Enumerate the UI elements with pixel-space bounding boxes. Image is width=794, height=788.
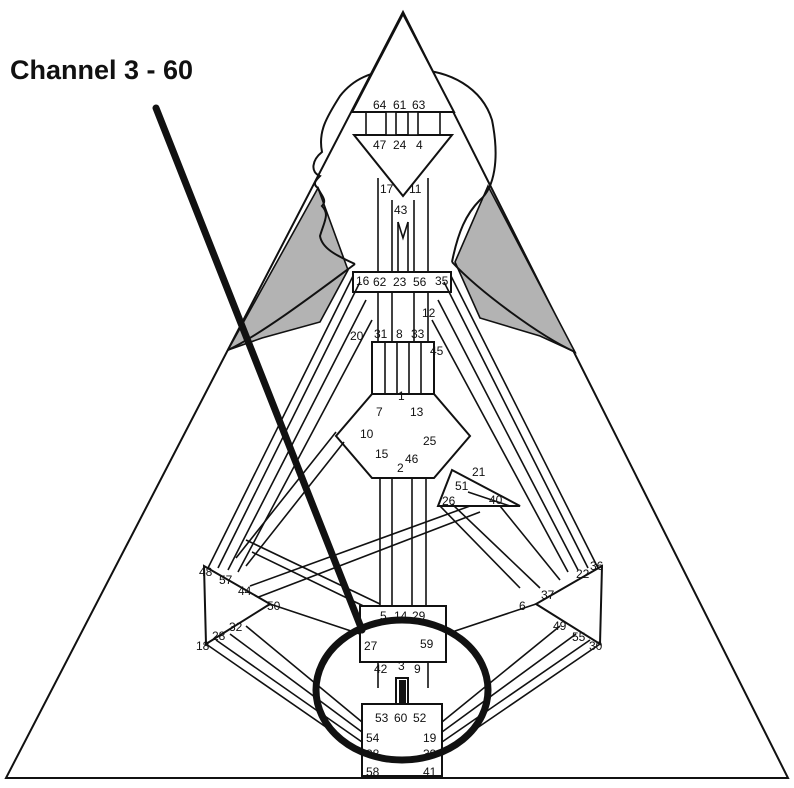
gate-64: 64 [373,98,387,112]
gate-25: 25 [423,434,437,448]
gate-13: 13 [410,405,424,419]
gate-7: 7 [376,405,383,419]
gate-35: 35 [435,274,449,288]
throat-g-channels [377,292,429,342]
gate-5: 5 [380,609,387,623]
gate-38: 38 [366,747,380,761]
gate-45: 45 [430,344,444,358]
gate-57: 57 [219,573,233,587]
head-center [350,11,456,113]
gate-10: 10 [360,427,374,441]
gate-1: 1 [398,389,405,403]
gate-14: 14 [394,609,408,623]
gate-2: 2 [397,461,404,475]
gate-3: 3 [398,659,405,673]
gate-42: 42 [374,662,388,676]
gate-53: 53 [375,711,389,725]
channel-title: Channel 3 - 60 [10,55,193,85]
gate-48: 48 [199,565,213,579]
gate-63: 63 [412,98,426,112]
g-inner-channels [384,342,422,394]
channel-3-60-fill [399,680,406,706]
gate-62: 62 [373,275,387,289]
gate-18: 18 [196,639,210,653]
head-ajna-channels [365,111,441,136]
gate-40: 40 [489,493,503,507]
gate-6: 6 [519,599,526,613]
gate-20: 20 [350,329,364,343]
left-shoulder-shade [226,186,349,352]
gate-21: 21 [472,465,486,479]
gate-56: 56 [413,275,427,289]
gate-9: 9 [414,662,421,676]
gate-15: 15 [375,447,389,461]
gate-31: 31 [374,327,388,341]
gate-50: 50 [267,599,281,613]
gate-numbers: 64 61 63 47 24 4 17 11 43 16 62 23 56 35… [196,98,604,779]
lower-side-channels [205,603,601,753]
gate-59: 59 [420,637,434,651]
gate-16: 16 [356,274,370,288]
gate-28: 28 [212,629,226,643]
gate-47: 47 [373,138,387,152]
gate-26: 26 [442,494,456,508]
g-center [334,393,472,479]
gate-17: 17 [380,182,394,196]
gate-46: 46 [405,452,419,466]
g-channel-box [371,341,435,395]
sacral-center [359,605,447,663]
g-sacral-channels [379,478,427,606]
gate-8: 8 [396,327,403,341]
crossing-channels [235,431,561,615]
ajna-center [351,134,455,198]
gate-55: 55 [572,630,586,644]
gate-4: 4 [416,138,423,152]
gate-49: 49 [553,619,567,633]
gate-36: 36 [590,559,604,573]
gate-33: 33 [411,327,425,341]
pointer-line [152,104,366,634]
gate-51: 51 [455,479,469,493]
gate-43: 43 [394,203,408,217]
gate-19: 19 [423,731,437,745]
gate-22: 22 [576,567,590,581]
gate-60: 60 [394,711,408,725]
gate-37: 37 [541,588,555,602]
gate-54: 54 [366,731,380,745]
gate-41: 41 [423,765,437,779]
heart-center [436,468,521,507]
throat-center [352,271,452,293]
right-shoulder-shade [454,184,577,354]
gate-23: 23 [393,275,407,289]
ajna-throat-channels [377,178,429,272]
gate-30: 30 [589,639,603,653]
gate-61: 61 [393,98,407,112]
gate-58: 58 [366,765,380,779]
gate-52: 52 [413,711,427,725]
gate-12: 12 [422,306,436,320]
gate-39: 39 [423,747,437,761]
head-profile [312,69,497,265]
gate-29: 29 [412,609,426,623]
highlight-circle [312,616,492,764]
solar-plexus-center [534,564,604,646]
gate-11: 11 [409,182,422,196]
gate-24: 24 [393,138,407,152]
gate-44: 44 [238,584,252,598]
sacral-root-connectors [377,662,429,688]
spleen-center [202,564,272,646]
root-center [361,703,443,777]
gate-27: 27 [364,639,378,653]
gate-32: 32 [229,620,243,634]
shoulder-outline [227,261,576,353]
outer-triangle [4,9,790,779]
